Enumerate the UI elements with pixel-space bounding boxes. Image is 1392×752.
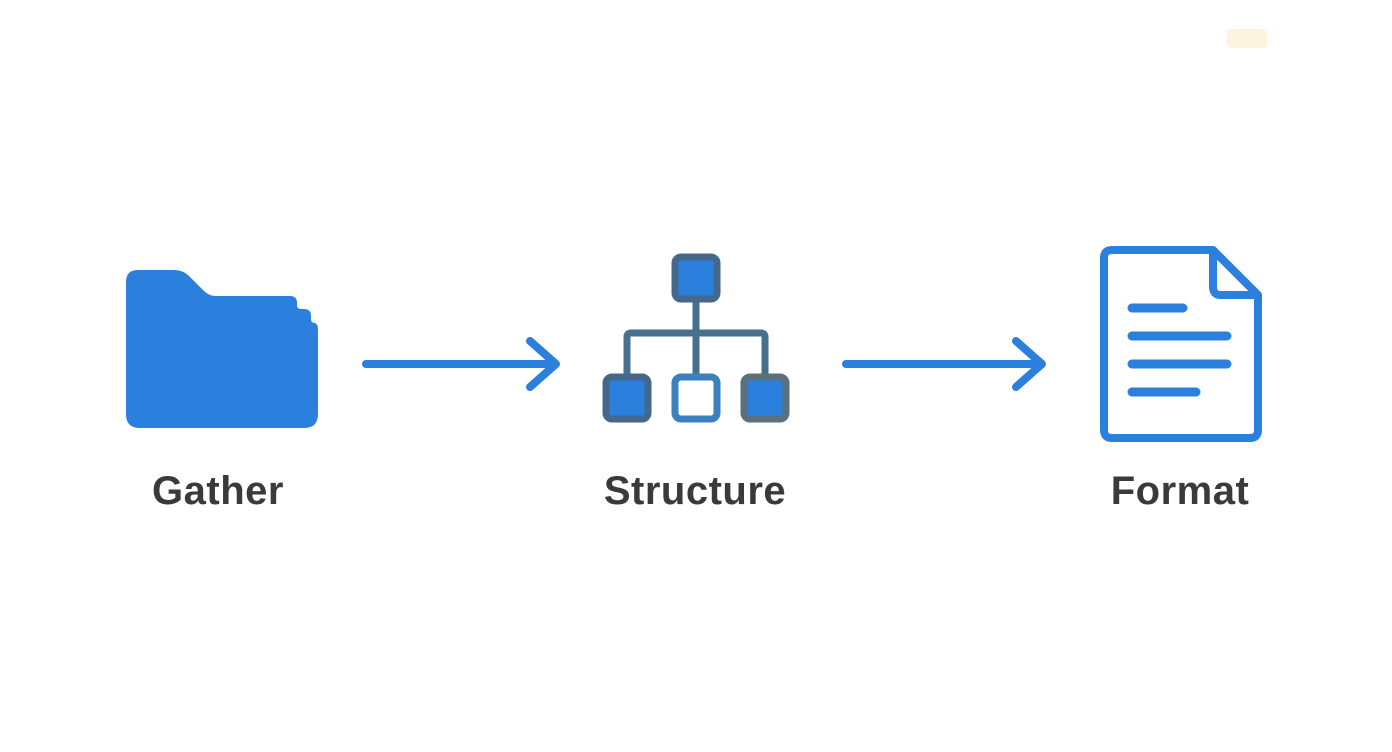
arrow-right-icon [842, 337, 1046, 391]
step-label-structure: Structure [603, 469, 787, 513]
step-label-gather: Gather [152, 469, 284, 513]
document-icon [1100, 246, 1262, 442]
hierarchy-icon [602, 253, 790, 423]
artifact-smudge [1227, 29, 1267, 48]
folder-icon [126, 270, 318, 428]
step-label-format: Format [1110, 469, 1250, 513]
arrow-right-icon [362, 337, 560, 391]
